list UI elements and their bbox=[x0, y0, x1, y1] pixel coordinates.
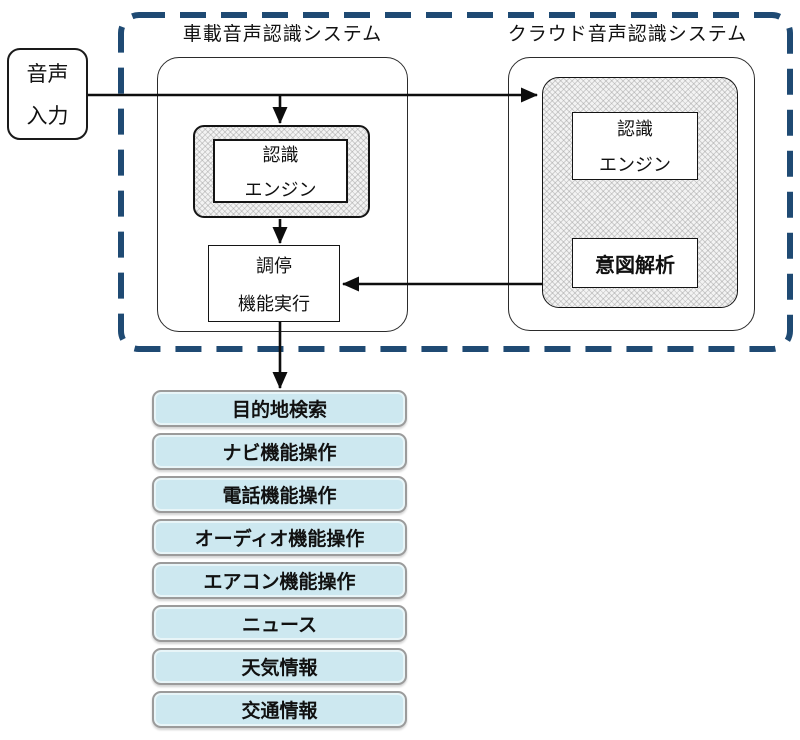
intent-analysis-node: 意図解析 bbox=[572, 238, 698, 288]
function-item-traffic-info: 交通情報 bbox=[152, 691, 407, 728]
function-item-news: ニュース bbox=[152, 605, 407, 642]
function-item-aircon-control: エアコン機能操作 bbox=[152, 562, 407, 599]
arbitration-function-node: 調停 機能実行 bbox=[208, 245, 340, 322]
function-item-phone-control: 電話機能操作 bbox=[152, 476, 407, 513]
cloud-system-title: クラウド音声認識システム bbox=[507, 23, 748, 45]
function-list: 目的地検索 ナビ機能操作 電話機能操作 オーディオ機能操作 エアコン機能操作 ニ… bbox=[152, 390, 407, 734]
onboard-recognition-engine-node: 認識 エンジン bbox=[213, 139, 348, 203]
arbitration-label-line2: 機能実行 bbox=[238, 293, 310, 314]
function-item-destination-search: 目的地検索 bbox=[152, 390, 407, 427]
onboard-recognition-label-line2: エンジン bbox=[244, 179, 317, 200]
onboard-recognition-label-line1: 認識 bbox=[262, 144, 299, 165]
cloud-recognition-engine-node: 認識 エンジン bbox=[572, 112, 698, 180]
function-item-weather-info: 天気情報 bbox=[152, 648, 407, 685]
function-item-navi-control: ナビ機能操作 bbox=[152, 433, 407, 470]
cloud-recognition-label-line1: 認識 bbox=[617, 119, 653, 139]
arbitration-label-line1: 調停 bbox=[256, 255, 292, 276]
voice-input-node: 音声 入力 bbox=[7, 48, 88, 140]
function-item-audio-control: オーディオ機能操作 bbox=[152, 519, 407, 556]
voice-input-label-line1: 音声 bbox=[26, 63, 69, 86]
voice-input-label-line2: 入力 bbox=[26, 105, 69, 128]
onboard-system-title: 車載音声認識システム bbox=[182, 23, 383, 45]
cloud-recognition-label-line2: エンジン bbox=[599, 155, 671, 175]
